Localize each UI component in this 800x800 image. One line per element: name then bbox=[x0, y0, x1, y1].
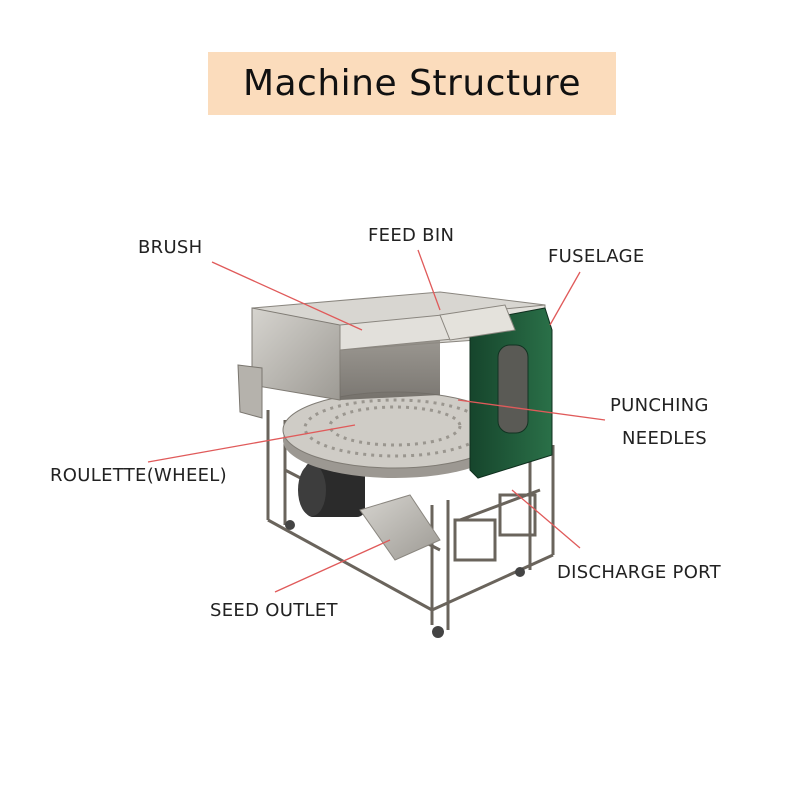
label-discharge-port: DISCHARGE PORT bbox=[557, 562, 721, 583]
label-needles: NEEDLES bbox=[622, 428, 707, 449]
fuselage-housing bbox=[439, 304, 553, 479]
label-feed-bin: FEED BIN bbox=[368, 225, 455, 246]
side-tray bbox=[237, 364, 263, 419]
leader-punching-needles bbox=[457, 399, 606, 421]
label-punching: PUNCHING bbox=[610, 395, 709, 416]
roulette-wheel bbox=[282, 391, 508, 478]
label-brush: BRUSH bbox=[138, 237, 203, 258]
leader-roulette bbox=[147, 424, 356, 463]
leader-brush bbox=[211, 261, 363, 331]
caster-wheel bbox=[432, 626, 444, 638]
caster-wheel bbox=[515, 567, 525, 577]
title-banner: Machine Structure bbox=[208, 52, 616, 115]
caster-wheel bbox=[285, 520, 295, 530]
label-seed-outlet: SEED OUTLET bbox=[210, 600, 338, 621]
motor bbox=[298, 462, 365, 517]
seed-outlet-chute bbox=[359, 494, 441, 561]
leader-lines bbox=[147, 249, 606, 593]
label-fuselage: FUSELAGE bbox=[548, 246, 645, 267]
leader-feed-bin bbox=[417, 249, 441, 311]
diagram-title: Machine Structure bbox=[242, 63, 582, 104]
leader-fuselage bbox=[549, 271, 581, 326]
label-roulette-wheel: ROULETTE(WHEEL) bbox=[50, 465, 227, 486]
leader-seed-outlet bbox=[274, 539, 391, 593]
leader-discharge-port bbox=[511, 489, 581, 549]
